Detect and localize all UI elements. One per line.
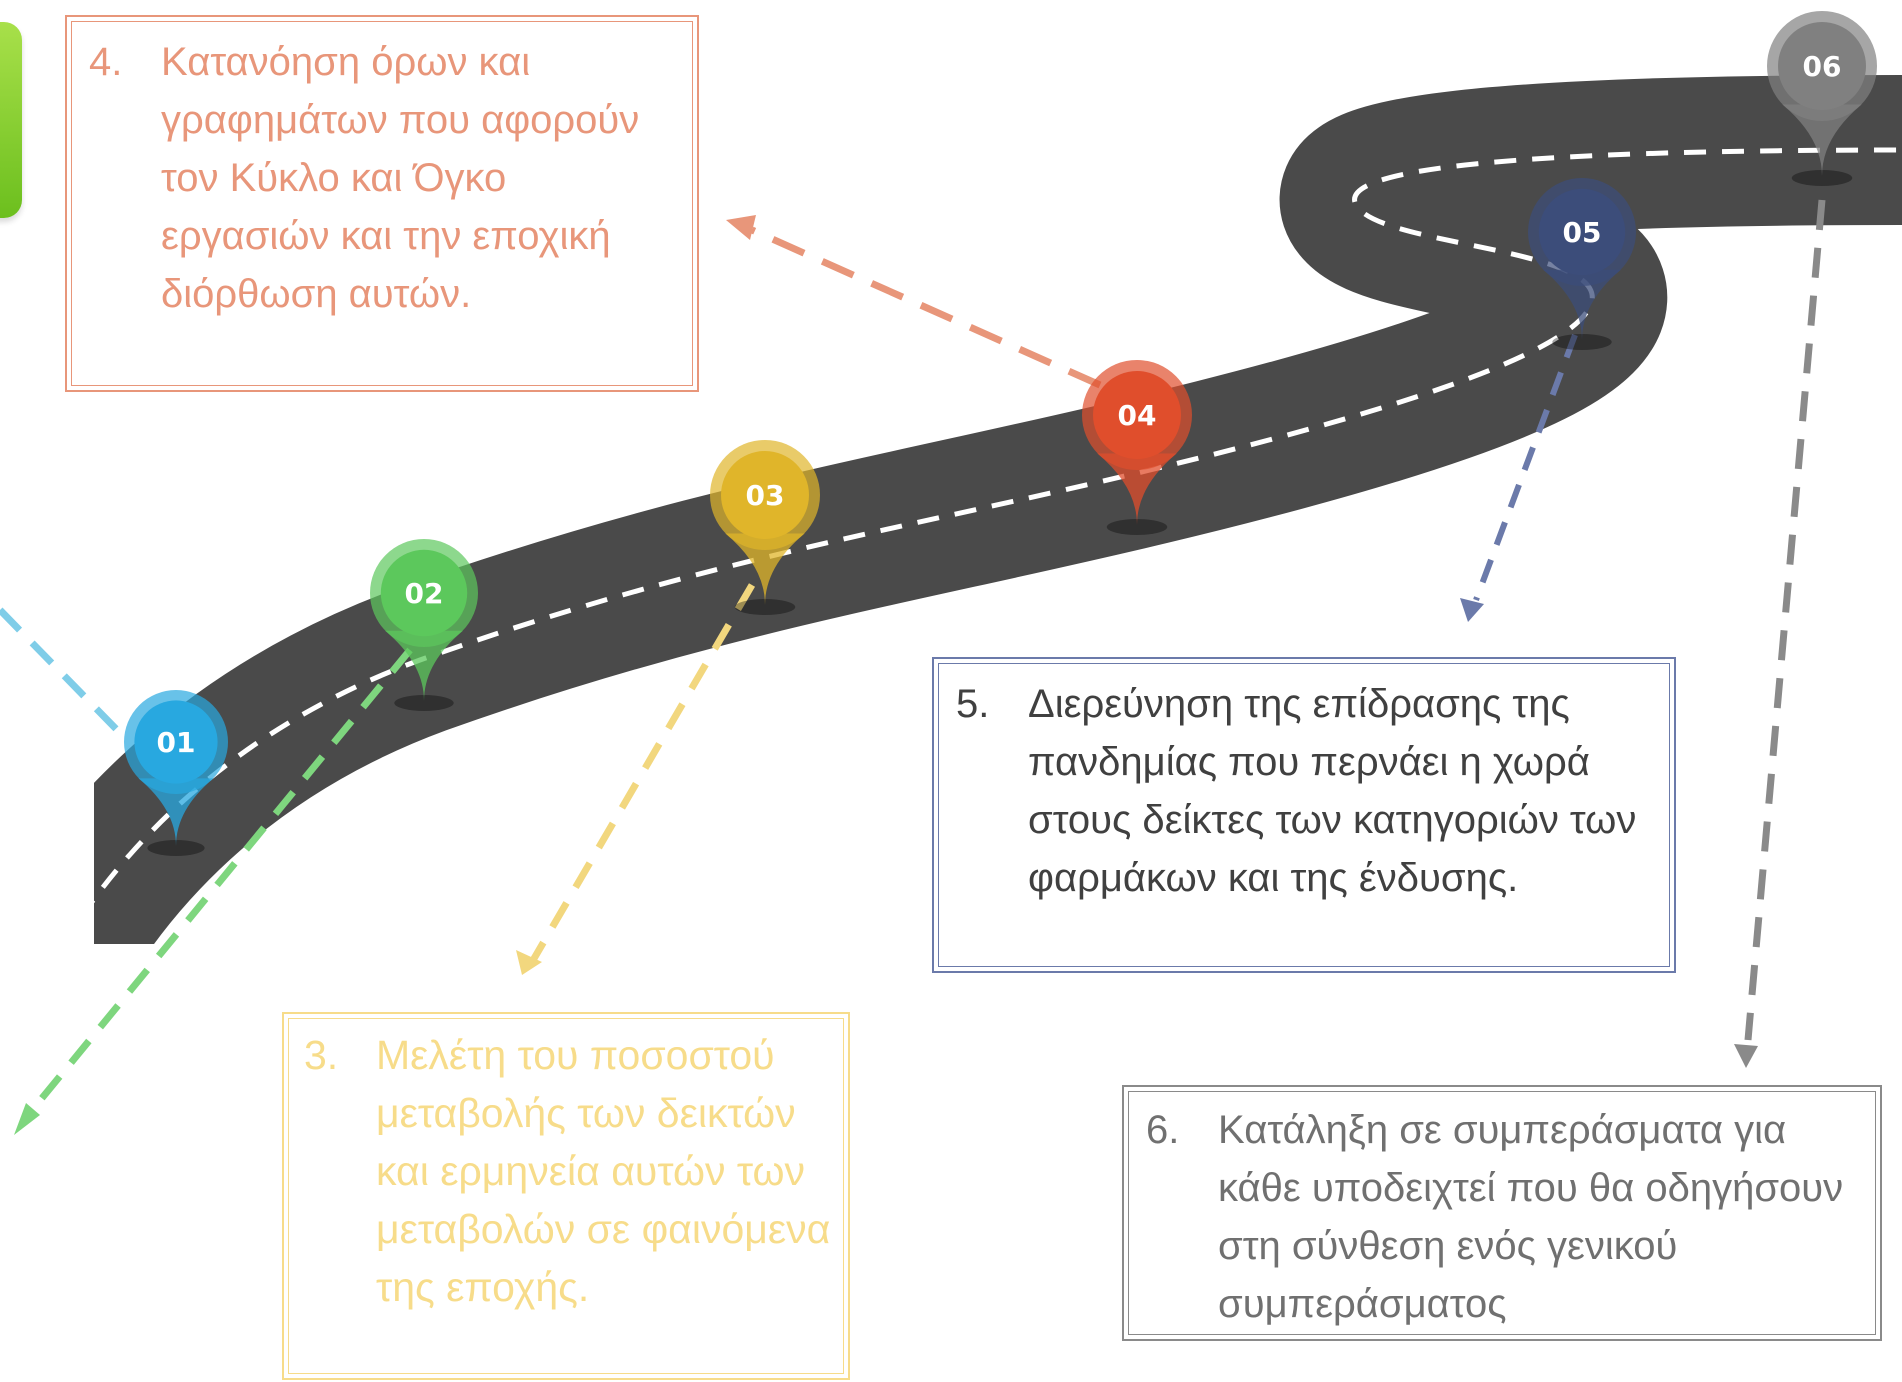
pin-02-label: 02: [405, 577, 444, 610]
green-side-tab: [0, 22, 22, 218]
pin-05-label: 05: [1563, 216, 1602, 249]
pin-03-head: [721, 451, 809, 539]
pin-06-head: [1778, 22, 1866, 110]
pin-02-shadow: [394, 695, 454, 711]
step-5-number: 5.: [956, 682, 990, 726]
pin-01-shadow: [147, 840, 205, 856]
arrow-step-2: [21, 647, 413, 1123]
road-center-line: [94, 147, 1902, 952]
step-6-text: Κατάληξη σε συμπεράσματα για κάθε υποδει…: [1218, 1108, 1844, 1326]
step-6-number: 6.: [1146, 1108, 1180, 1152]
arrow-step-4-head: [726, 215, 756, 240]
arrow-step-4: [750, 226, 1102, 389]
arrow-step-5-head: [1460, 598, 1484, 622]
pin-04-head: [1093, 371, 1181, 459]
arrow-step-5: [1473, 333, 1578, 602]
step-3-text: Μελέτη του ποσοστού μεταβολής των δεικτώ…: [376, 1032, 831, 1310]
arrow-step-6: [1744, 199, 1826, 1041]
step-3-box: 3. Μελέτη του ποσοστού μεταβολής των δει…: [282, 1012, 850, 1380]
step-5-box: 5. Διερεύνηση της επίδρασης της πανδημία…: [932, 657, 1676, 973]
pin-02: 02: [370, 539, 478, 711]
pin-04: 04: [1082, 360, 1192, 535]
pin-02-tail: [385, 630, 463, 701]
step-pins: 01 02 03 04 05 06: [124, 11, 1877, 856]
arrow-step-3-head: [516, 950, 542, 975]
pin-02-head: [380, 549, 468, 637]
road-cut-mask: [94, 944, 294, 1004]
arrow-step-1: [0, 607, 125, 738]
pin-04-shadow: [1106, 519, 1168, 535]
pin-05: 05: [1528, 178, 1636, 350]
pin-01-label: 01: [157, 726, 196, 759]
pin-06-label: 06: [1803, 50, 1842, 83]
pin-03-label: 03: [746, 479, 785, 512]
pin-01: 01: [124, 690, 228, 856]
step-3-number: 3.: [304, 1032, 339, 1078]
pin-06: 06: [1767, 11, 1877, 186]
pin-03: 03: [710, 440, 820, 615]
step-4-number: 4.: [89, 40, 123, 84]
pin-04-tail: [1097, 453, 1177, 525]
pin-06-tail: [1782, 104, 1862, 176]
pin-04-label: 04: [1118, 399, 1157, 432]
pin-06-shadow: [1791, 170, 1853, 186]
step-4-box: 4. Κατανόηση όρων και γραφημάτων που αφο…: [65, 15, 699, 392]
step-6-box: 6. Κατάληξη σε συμπεράσματα για κάθε υπο…: [1122, 1085, 1882, 1341]
arrow-step-6-head: [1734, 1044, 1758, 1068]
pin-05-head: [1538, 188, 1626, 276]
pin-05-tail: [1543, 269, 1621, 340]
step-4-text: Κατανόηση όρων και γραφημάτων που αφορού…: [161, 40, 640, 316]
pin-03-shadow: [734, 599, 796, 615]
pin-05-shadow: [1552, 334, 1612, 350]
arrow-step-3: [528, 583, 756, 964]
arrow-step-2-head: [14, 1103, 40, 1135]
pin-01-head: [134, 700, 218, 784]
pin-01-tail: [138, 778, 214, 846]
road: [94, 75, 1902, 990]
connector-arrows: [0, 199, 1826, 1135]
step-5-text: Διερεύνηση της επίδρασης της πανδημίας π…: [1028, 682, 1637, 900]
pin-03-tail: [725, 533, 805, 605]
